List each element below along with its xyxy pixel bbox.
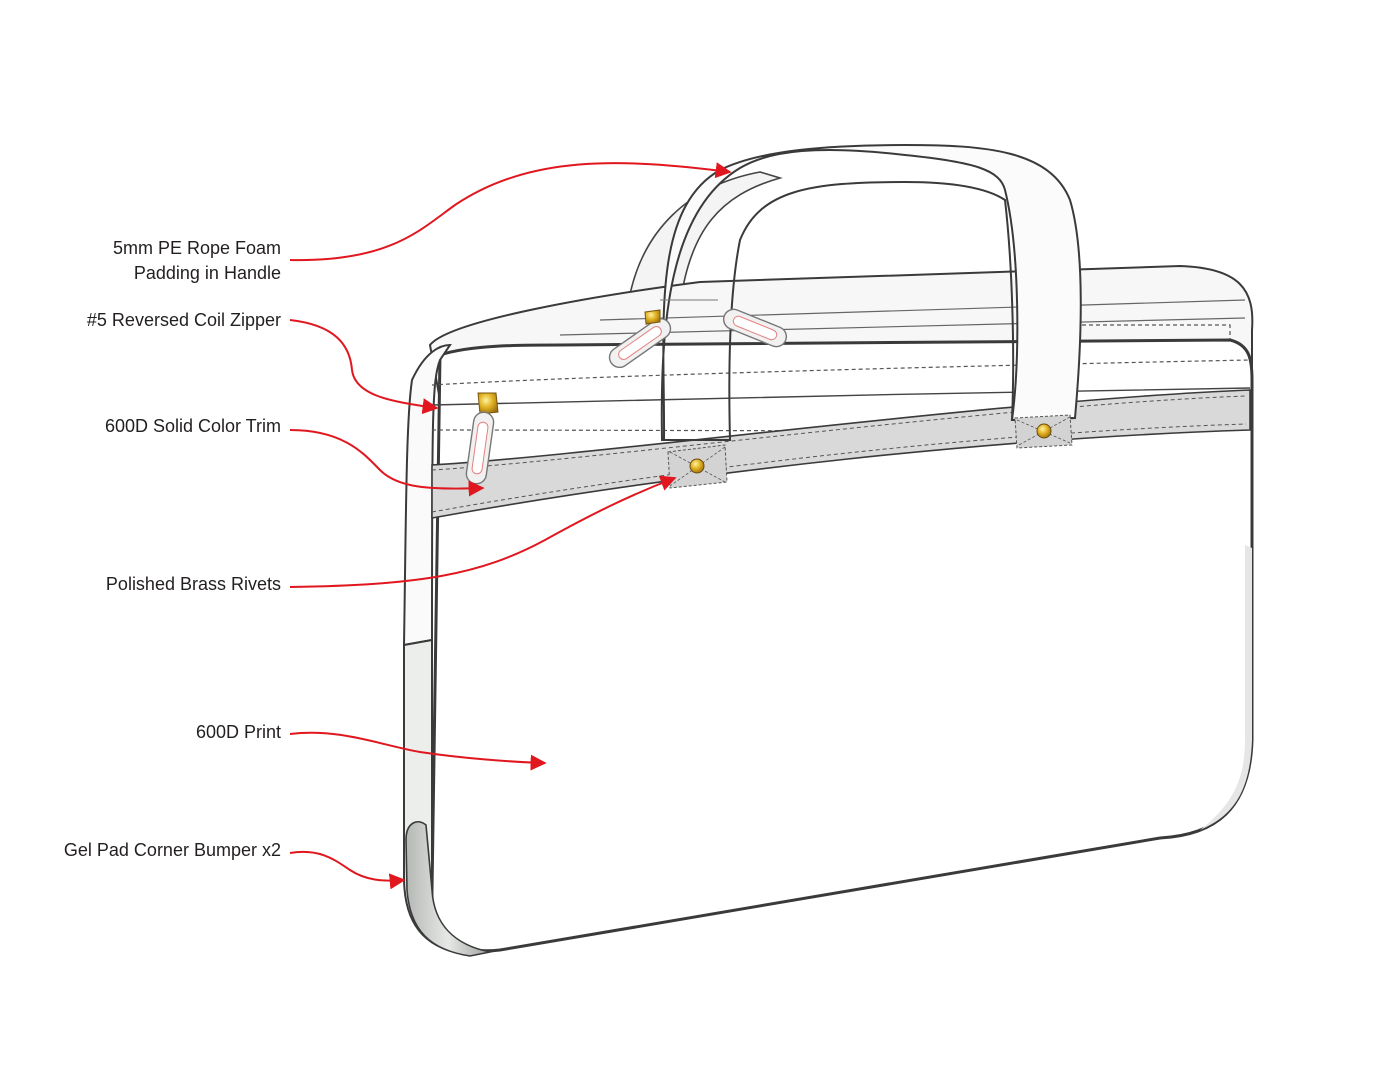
leader-rivets	[289, 475, 677, 588]
corner-bumper-icon	[405, 821, 491, 957]
leader-lines	[289, 162, 732, 890]
rivet-tab-right	[1014, 414, 1073, 449]
leader-trim	[289, 429, 485, 497]
callout-trim-label: 600D Solid Color Trim	[104, 416, 281, 436]
leader-zipper	[289, 319, 439, 415]
callout-bumper-label: Gel Pad Corner Bumper x2	[63, 840, 281, 860]
leader-bumper	[289, 850, 406, 890]
leader-print	[289, 731, 547, 771]
zipper-pull-front	[465, 392, 499, 485]
callout-print-label: 600D Print	[195, 722, 281, 742]
zipper-pull-back-left	[608, 309, 672, 369]
rivet-icon	[1036, 423, 1052, 439]
rivet-tab-left	[667, 444, 728, 489]
callout-rivets-label: Polished Brass Rivets	[105, 574, 281, 594]
leader-handle	[289, 162, 732, 262]
zipper-pull-back-right	[722, 308, 788, 348]
callout-handle-label: 5mm PE Rope Foam Padding in Handle	[112, 238, 281, 283]
rivet-icon	[689, 458, 705, 474]
callout-zipper-label: #5 Reversed Coil Zipper	[86, 310, 281, 330]
